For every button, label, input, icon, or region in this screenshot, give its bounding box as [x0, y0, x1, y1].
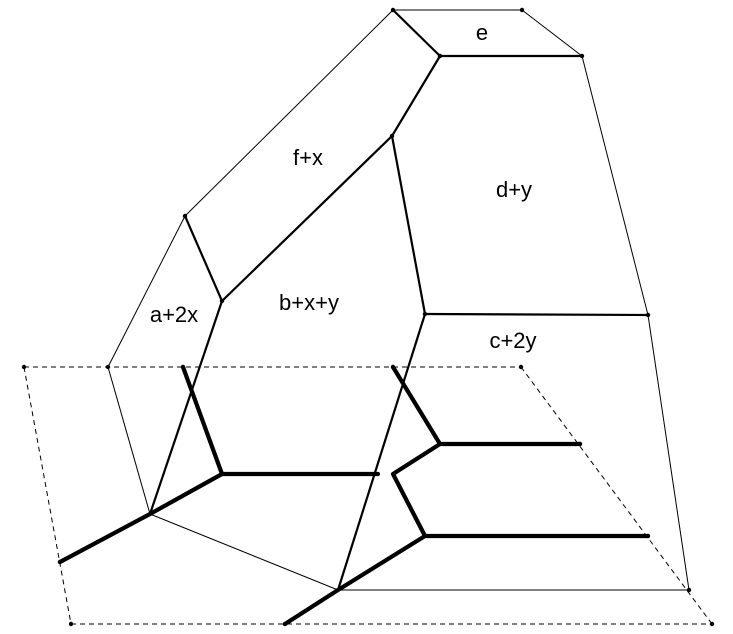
label-a-plus-2x: a+2x	[150, 302, 198, 327]
curve-upper-right-branch	[390, 364, 583, 447]
vertex	[577, 441, 583, 447]
edge-a-f-divider	[183, 214, 224, 303]
vertex	[645, 312, 651, 318]
vertex	[57, 559, 63, 565]
outer-far-right-edge	[647, 314, 690, 591]
vertex	[219, 298, 225, 304]
vertex	[105, 364, 111, 370]
edge-center-vertical	[390, 134, 427, 316]
edge-diagonal-ridge	[220, 54, 442, 303]
vertex	[390, 364, 396, 370]
vertex	[180, 364, 186, 370]
vertex	[518, 364, 524, 370]
edge-left-descent	[148, 299, 224, 516]
vertex	[422, 311, 428, 317]
face-labels: e f+x d+y a+2x b+x+y c+2y	[150, 20, 537, 353]
vertex	[282, 621, 288, 627]
label-f-plus-x: f+x	[293, 145, 323, 170]
vertex	[182, 213, 188, 219]
curve-left-branch	[57, 471, 381, 565]
label-b-plus-x-plus-y: b+x+y	[279, 290, 339, 315]
edge-center-descent	[336, 312, 427, 592]
interior-edges	[148, 8, 650, 592]
label-e: e	[476, 20, 488, 45]
label-c-plus-2y: c+2y	[489, 328, 536, 353]
outer-left-edge	[107, 366, 339, 591]
curve-bottom-branch	[282, 533, 651, 627]
vertex	[389, 133, 395, 139]
edge-d-c-divider	[423, 312, 650, 317]
curve-middle-link	[390, 441, 443, 539]
vertex	[21, 364, 27, 370]
base-plane-right-edge	[520, 366, 713, 625]
vertex	[68, 621, 74, 627]
base-plane-left-edge	[23, 366, 72, 625]
outer-right-edge	[581, 55, 649, 316]
vertex	[579, 53, 585, 59]
vertex	[686, 587, 692, 593]
vertex	[437, 53, 443, 59]
vertex	[390, 7, 396, 13]
vertex	[709, 621, 715, 627]
curve-left-up-branch	[180, 364, 225, 477]
vertex	[519, 7, 525, 13]
vertex	[645, 533, 651, 539]
vertices	[21, 7, 715, 627]
outer-edges	[107, 9, 690, 591]
tropical-curve	[57, 364, 651, 627]
label-d-plus-y: d+y	[496, 177, 532, 202]
